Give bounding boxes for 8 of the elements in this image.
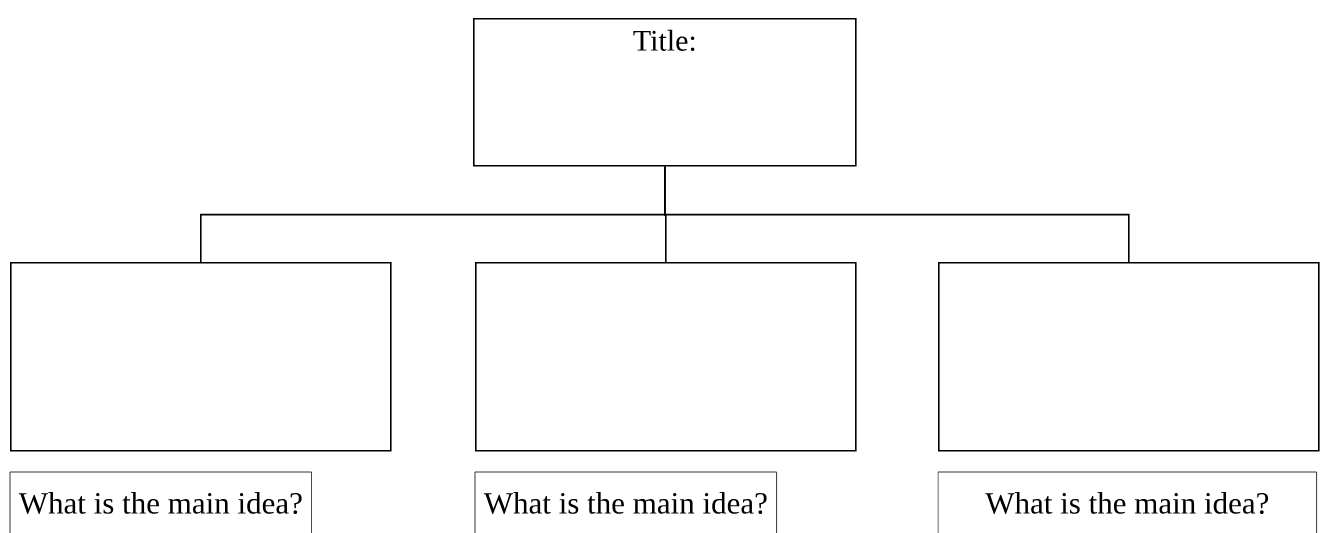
- title-box: Title:: [473, 18, 857, 167]
- empty-box: [475, 262, 857, 452]
- question-box: What is the main idea?: [9, 471, 312, 533]
- question-box: What is the main idea?: [474, 471, 777, 533]
- question-box: What is the main idea?: [937, 471, 1317, 533]
- empty-box: [938, 262, 1320, 452]
- connector-line: [664, 165, 1130, 263]
- empty-box: [10, 262, 392, 452]
